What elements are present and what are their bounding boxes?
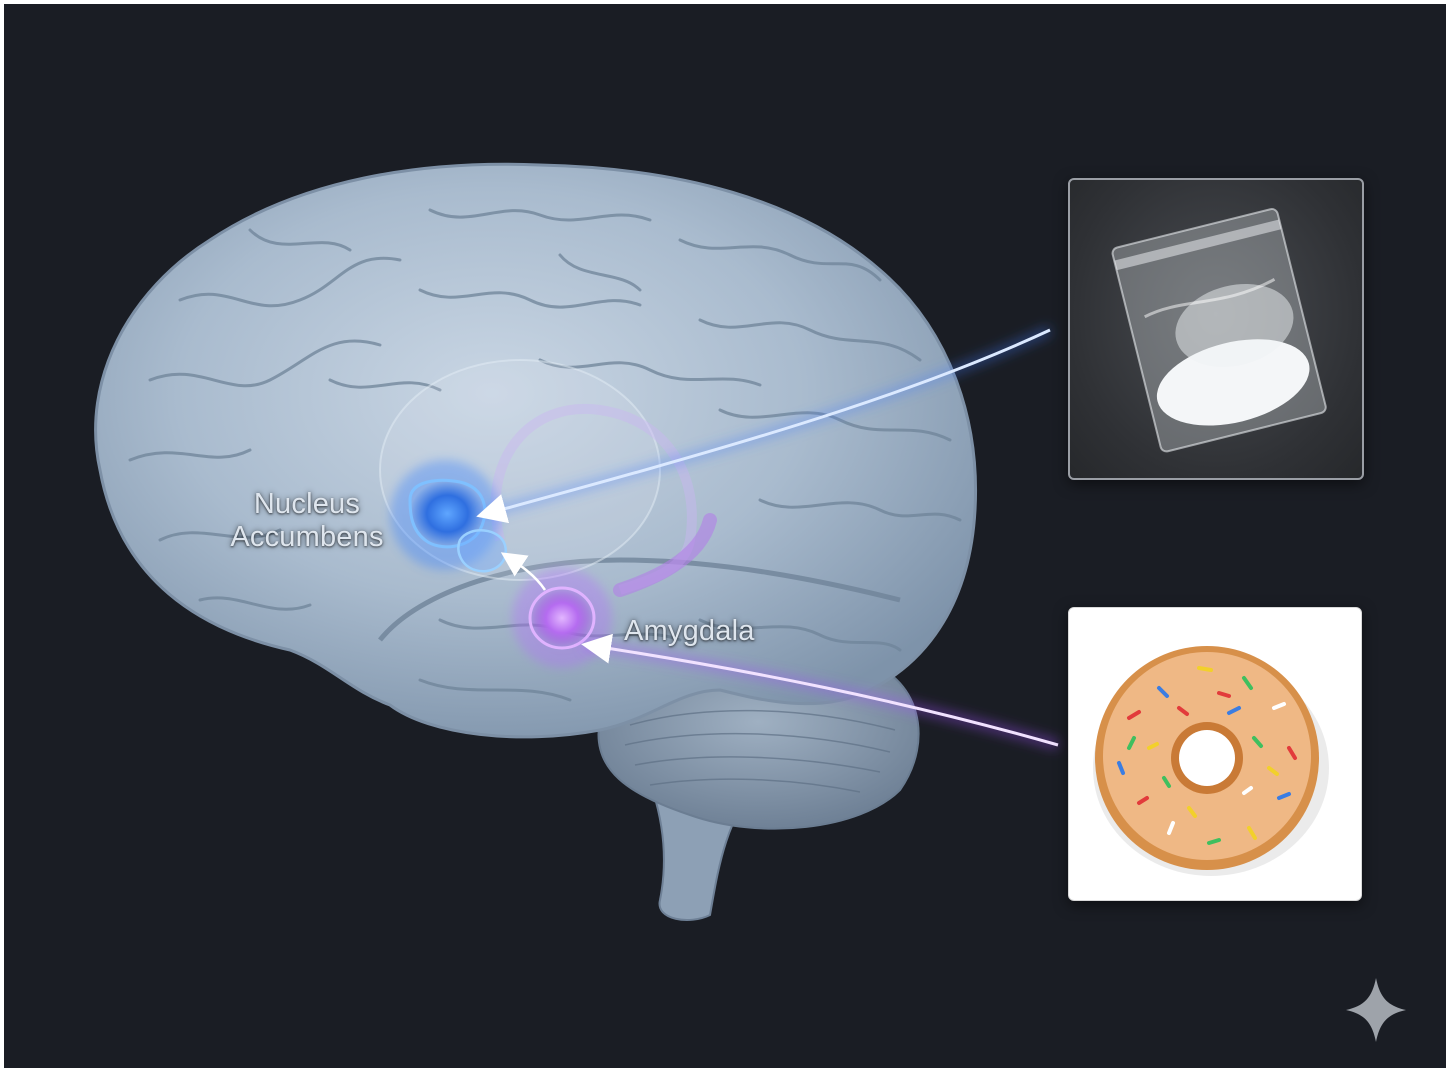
diagram-canvas: Nucleus Accumbens Amygdala: [4, 4, 1446, 1068]
drug-bag-image: [1068, 178, 1364, 480]
amygdala-region: [512, 568, 612, 668]
amygdala-label: Amygdala: [624, 615, 755, 648]
nucleus-accumbens-label: Nucleus Accumbens: [212, 488, 402, 554]
sparkle-icon: [1346, 978, 1406, 1042]
nucleus-accumbens-label-line1: Nucleus: [212, 488, 402, 521]
donut-image: [1068, 607, 1362, 901]
nucleus-accumbens-label-line2: Accumbens: [212, 521, 402, 554]
